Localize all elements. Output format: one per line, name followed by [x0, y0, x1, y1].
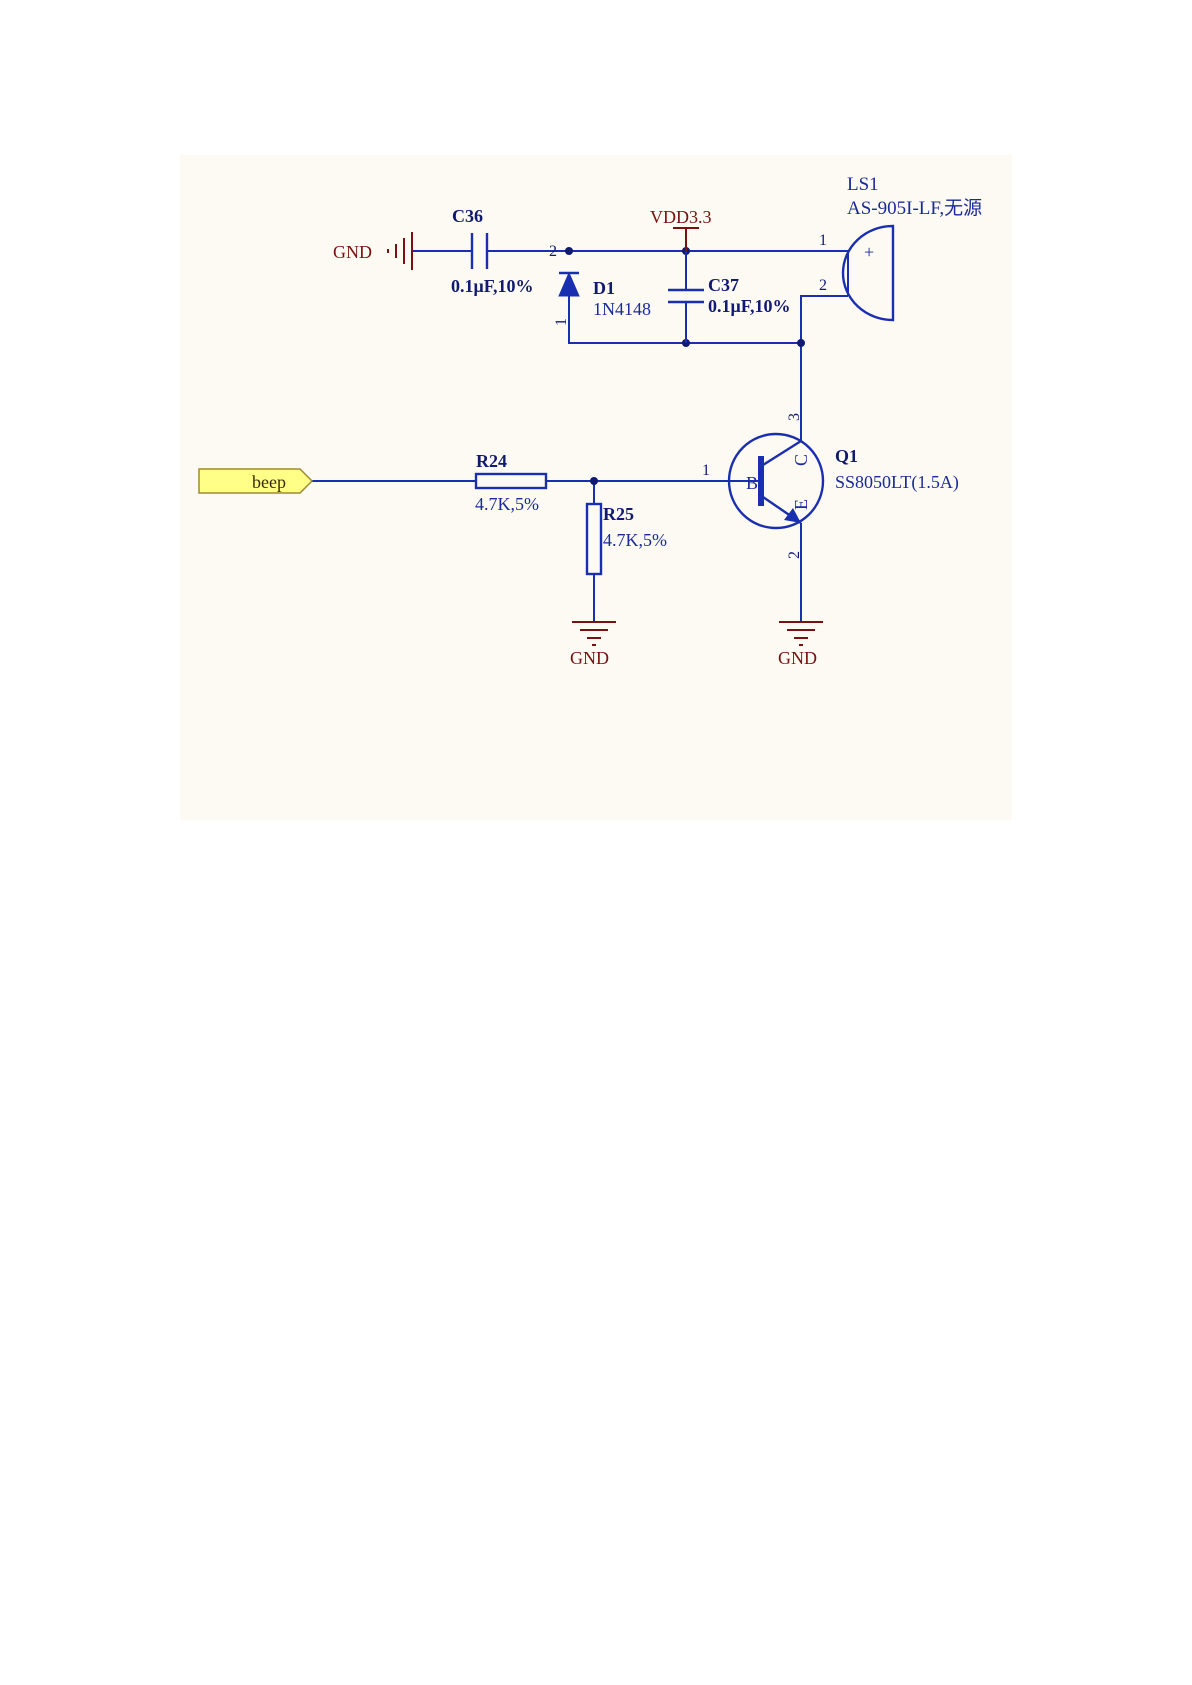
q1-emitter-letter: E: [791, 499, 811, 510]
c36-ref: C36: [452, 206, 483, 226]
ls1-plus: +: [864, 242, 874, 262]
ls1-pin1: 1: [819, 232, 827, 249]
vdd-label: VDD3.3: [650, 207, 712, 227]
d1-pin-a: 2: [549, 243, 557, 260]
q1-value: SS8050LT(1.5A): [835, 472, 959, 493]
r24-ref: R24: [476, 451, 507, 471]
q1-pin-emitter: 2: [786, 551, 803, 559]
r25-value: 4.7K,5%: [603, 530, 667, 550]
q1-pin-base: 1: [702, 462, 710, 479]
r25-ref: R25: [603, 504, 634, 524]
q1-collector-letter: C: [791, 454, 811, 466]
gnd-r25-label: GND: [570, 648, 609, 668]
q1-base-letter: B: [746, 473, 758, 493]
ls1-ref: LS1: [847, 174, 879, 195]
c37-ref: C37: [708, 275, 739, 295]
d1-ref: D1: [593, 278, 615, 298]
junction-d1-top: [565, 247, 573, 255]
c36-value: 0.1μF,10%: [451, 276, 534, 296]
beep-port-label: beep: [252, 472, 286, 492]
ls1-value: AS-905I-LF,无源: [847, 197, 982, 219]
junction-collector: [797, 339, 805, 347]
junction-r24-r25: [590, 477, 598, 485]
c37-value: 0.1μF,10%: [708, 296, 791, 316]
gnd-left-label: GND: [333, 242, 372, 262]
ls1-pin2: 2: [819, 277, 827, 294]
r24-value: 4.7K,5%: [475, 494, 539, 514]
d1-pin-k: 1: [553, 318, 570, 326]
q1-pin-collector: 3: [786, 413, 803, 421]
q1-ref: Q1: [835, 446, 858, 466]
gnd-q1-label: GND: [778, 648, 817, 668]
d1-value: 1N4148: [593, 299, 651, 319]
